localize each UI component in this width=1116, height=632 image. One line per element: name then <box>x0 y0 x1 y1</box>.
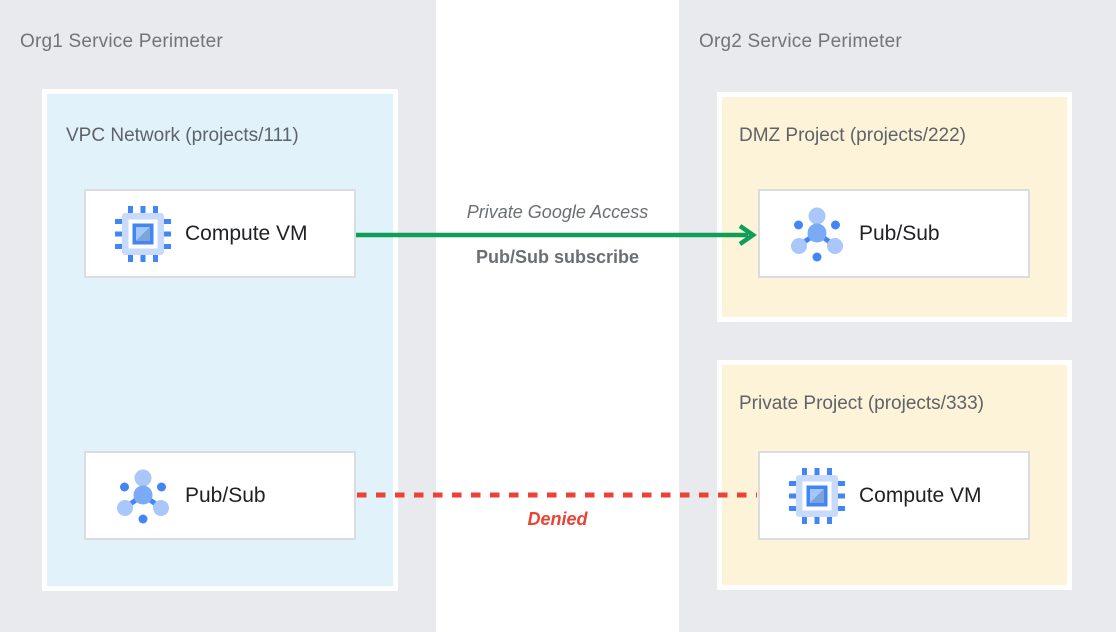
vpc-network-container: VPC Network (projects/111) Compute VM <box>42 89 398 591</box>
denied-flow-label: Denied <box>527 509 588 529</box>
vpc-network-title: VPC Network (projects/111) <box>66 125 299 146</box>
org2-pubsub-node: Pub/Sub <box>758 189 1030 278</box>
dmz-project-container: DMZ Project (projects/222) P <box>717 92 1072 322</box>
allowed-flow-subtitle: Pub/Sub subscribe <box>475 247 640 267</box>
private-project-title: Private Project (projects/333) <box>739 393 984 414</box>
org2-compute-vm-label: Compute VM <box>859 483 982 507</box>
compute-vm-icon <box>789 467 845 524</box>
org1-compute-vm-label: Compute VM <box>185 221 308 245</box>
org2-perimeter-title: Org2 Service Perimeter <box>699 31 902 52</box>
org1-pubsub-label: Pub/Sub <box>185 483 266 507</box>
org1-perimeter-title: Org1 Service Perimeter <box>20 31 223 52</box>
org2-compute-vm-node: Compute VM <box>758 451 1030 540</box>
org1-service-perimeter: Org1 Service Perimeter VPC Network (proj… <box>0 0 436 632</box>
org1-compute-vm-node: Compute VM <box>84 189 356 278</box>
org1-pubsub-node: Pub/Sub <box>84 451 356 540</box>
dmz-project-title: DMZ Project (projects/222) <box>739 125 967 146</box>
org2-pubsub-label: Pub/Sub <box>859 221 940 245</box>
allowed-flow-title: Private Google Access <box>466 202 649 222</box>
compute-vm-icon <box>115 205 171 262</box>
private-project-container: Private Project (projects/333) Comput <box>717 360 1072 590</box>
org2-service-perimeter: Org2 Service Perimeter DMZ Project (proj… <box>679 0 1116 632</box>
pubsub-icon <box>117 469 169 523</box>
pubsub-icon <box>791 207 843 261</box>
